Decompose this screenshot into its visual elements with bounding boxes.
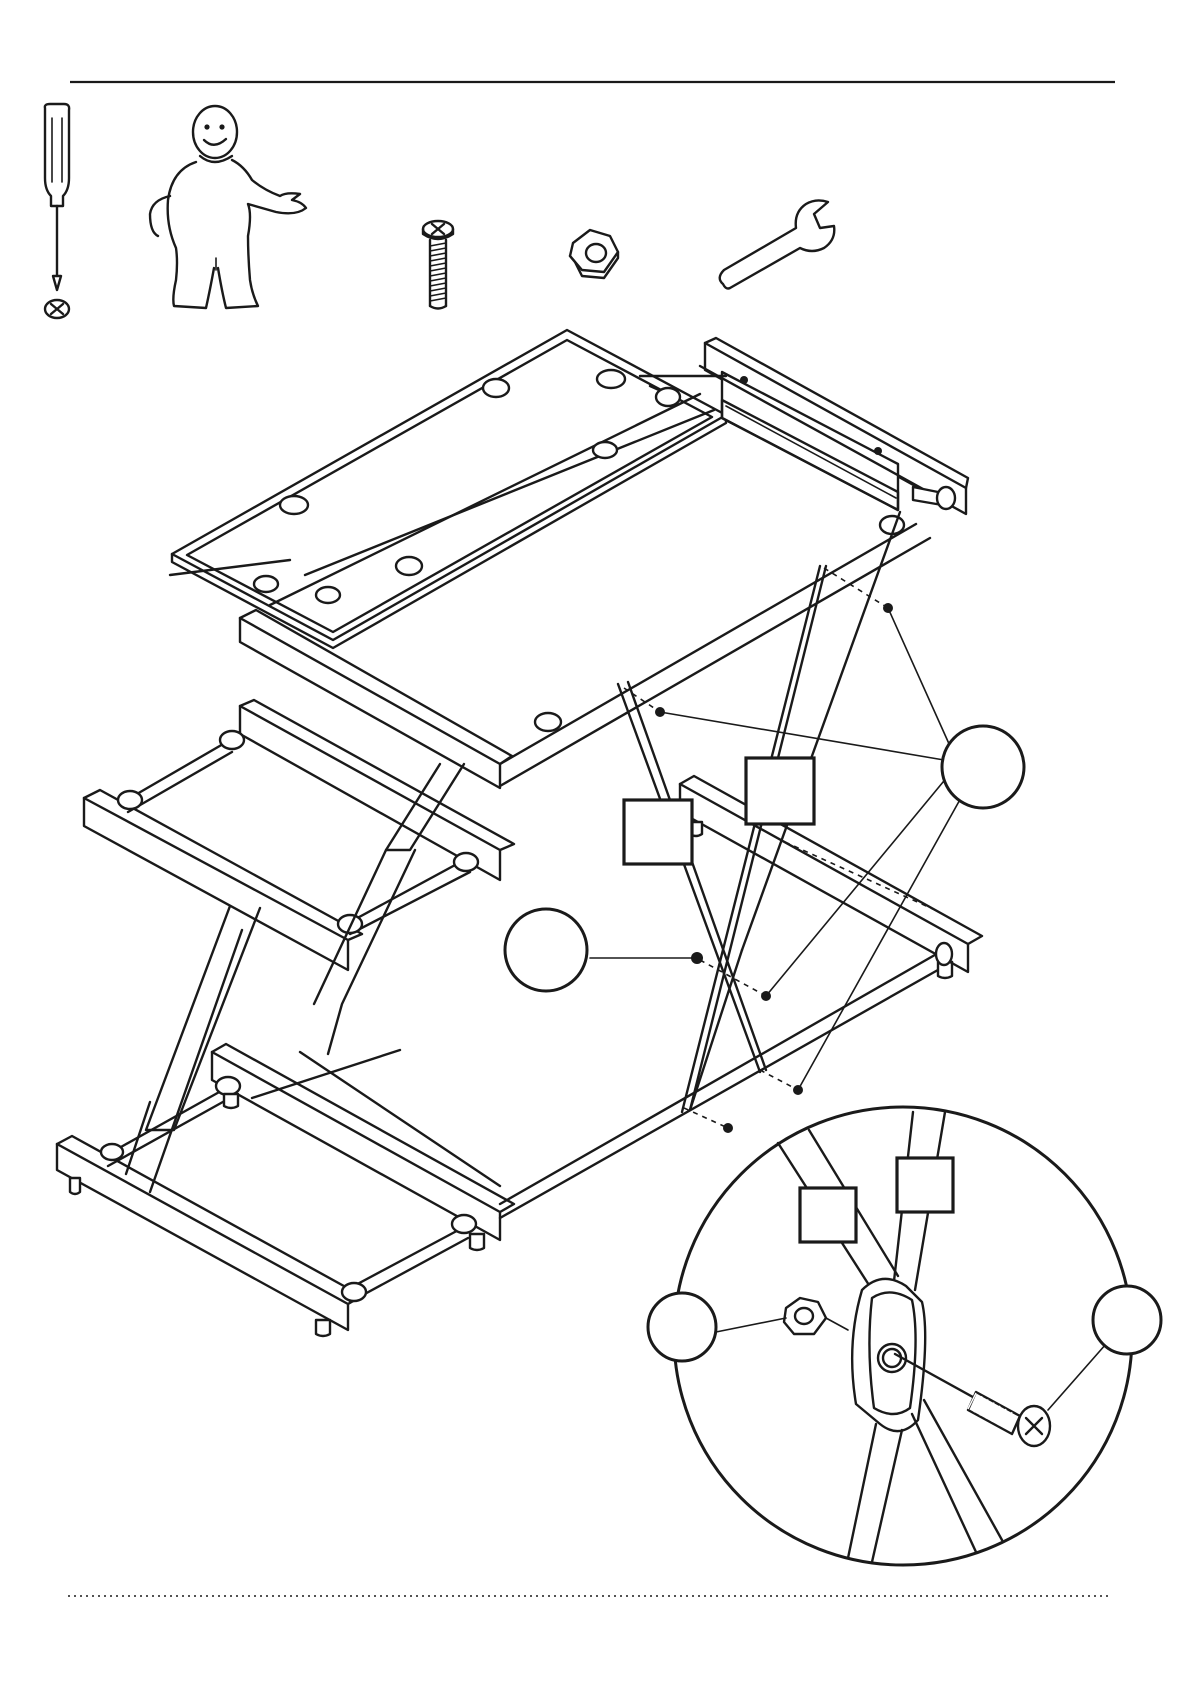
screwdriver-icon	[45, 104, 69, 318]
rear-rail	[705, 338, 968, 514]
part-label-box-2	[746, 758, 814, 824]
bolt-callout	[942, 726, 1024, 808]
keyboard-tray	[84, 700, 514, 970]
part-label-box-1	[624, 800, 692, 864]
detail-label-box-2	[897, 1158, 953, 1212]
nut-callout	[505, 909, 587, 991]
bolt-icon	[423, 221, 453, 309]
top-frame	[240, 366, 955, 788]
hex-nut-icon	[570, 230, 618, 278]
z-frame-legs	[126, 764, 500, 1192]
person-icon	[150, 106, 306, 308]
detail-label-box-1	[800, 1188, 856, 1242]
detail-bolt-callout	[1093, 1286, 1161, 1354]
glass-top-panel	[170, 330, 726, 648]
detail-nut-callout	[648, 1293, 716, 1361]
wrench-icon	[720, 200, 835, 288]
